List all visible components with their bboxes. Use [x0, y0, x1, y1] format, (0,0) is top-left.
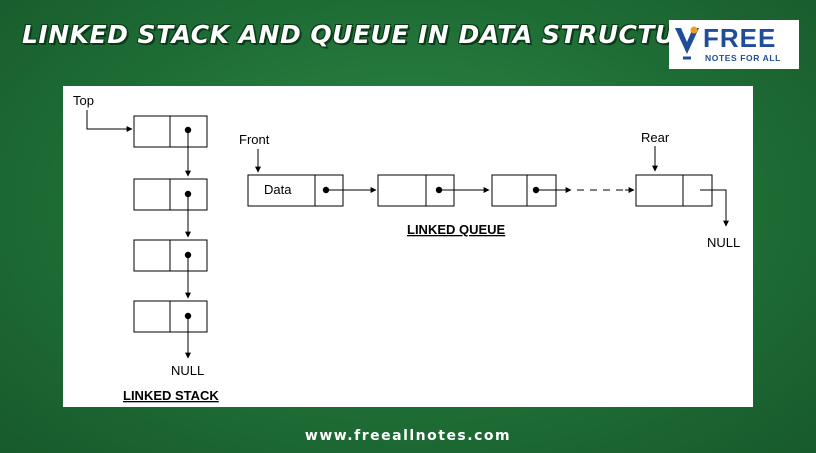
stack-caption: LINKED STACK	[123, 388, 219, 403]
stack-node-3	[133, 239, 208, 272]
stack-node-2	[133, 178, 208, 211]
top-pointer-arrow	[86, 110, 133, 132]
linked-structures-diagram: Top	[73, 93, 740, 403]
person-logo-icon	[675, 26, 699, 60]
stack-null-label: NULL	[171, 363, 204, 378]
queue-null-arrow	[700, 189, 729, 227]
queue-node-1: Data	[247, 174, 344, 207]
footer-url: www.freeallnotes.com	[304, 428, 512, 444]
queue-node-rear	[635, 174, 713, 207]
linked-stack: Top	[73, 93, 219, 403]
queue-caption: LINKED QUEUE	[407, 222, 506, 237]
queue-node-2	[377, 174, 455, 207]
stack-node-1	[133, 115, 208, 148]
queue-front-label: Front	[239, 132, 270, 147]
logo-main-text: FREE	[703, 23, 777, 53]
stack-top-label: Top	[73, 93, 94, 108]
queue-data-label: Data	[264, 182, 292, 197]
stack-node-4	[133, 300, 208, 333]
queue-null-label: NULL	[707, 235, 740, 250]
linked-queue: Front Data Rear	[239, 130, 740, 250]
diagram-panel: Top	[63, 86, 753, 407]
brand-logo: FREE NOTES FOR ALL	[669, 20, 799, 69]
logo-sub-text: NOTES FOR ALL	[705, 53, 781, 63]
page-title: LINKED STACK AND QUEUE IN DATA STRUCTURE	[22, 20, 714, 49]
queue-rear-label: Rear	[641, 130, 670, 145]
